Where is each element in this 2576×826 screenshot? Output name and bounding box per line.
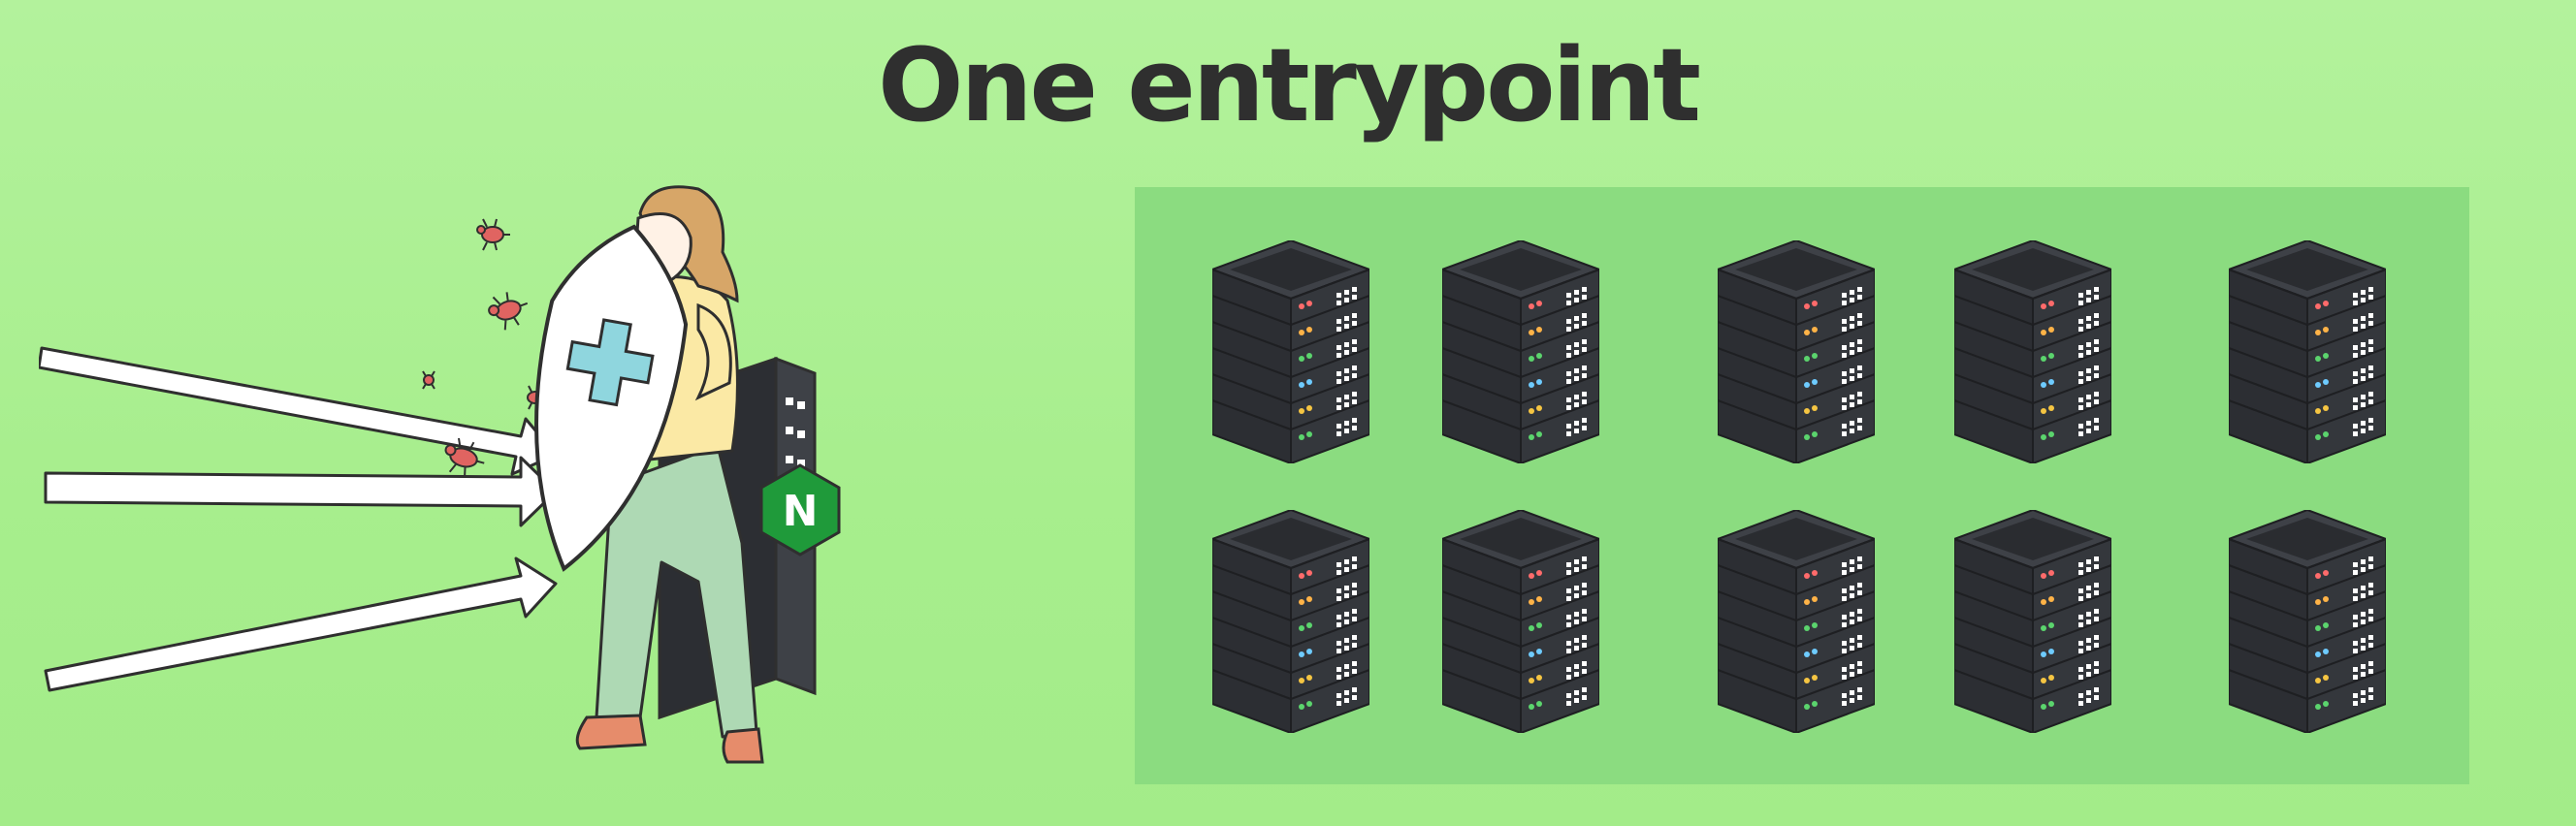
nginx-badge-text: N [783,487,819,536]
incoming-traffic-arrows [39,346,558,692]
bug-icon [476,218,510,251]
server-rack-icon [1718,240,1875,463]
server-rack-icon [1954,240,2111,463]
bug-icon [444,437,485,476]
server-rack-icon [1954,510,2111,733]
server-rack-icon [1442,240,1599,463]
server-rack-icon [1442,510,1599,733]
nginx-icon: N [759,463,841,556]
server-rack-icon [2229,510,2386,733]
server-rack-icon [1718,510,1875,733]
page-title: One entrypoint [878,26,1701,144]
bug-icon [422,370,435,390]
server-rack-icon [1212,240,1369,463]
server-rack-icon [2229,240,2386,463]
server-rack-icon [1212,510,1369,733]
arrow-icon [44,556,558,692]
bug-icon [488,292,529,331]
defender-illustration: N W [422,185,841,764]
arrow-icon [44,456,558,527]
shield-icon [534,224,689,572]
backend-servers-panel [1135,187,2469,784]
arrow-icon [39,346,558,476]
